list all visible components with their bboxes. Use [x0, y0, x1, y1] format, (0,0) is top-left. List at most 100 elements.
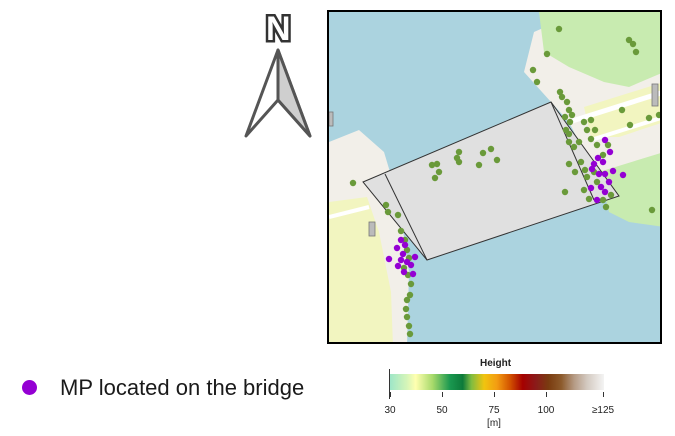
measure-point	[604, 141, 612, 149]
road-right	[568, 90, 660, 125]
pier-right	[651, 83, 659, 107]
measure-point	[587, 135, 595, 143]
road-right-2	[590, 116, 660, 142]
measure-point	[599, 151, 607, 159]
colorbar-tick-label: ≥125	[591, 405, 615, 416]
measure-point	[577, 158, 585, 166]
colorbar-tick	[494, 392, 495, 397]
bridge-measure-point	[594, 154, 602, 162]
bridge-measure-point	[605, 178, 613, 186]
map-canvas	[329, 12, 660, 342]
bridge-measure-point	[601, 136, 609, 144]
bridge-measure-point	[601, 188, 609, 196]
measure-point	[403, 246, 411, 254]
bridge-measure-point	[385, 255, 393, 263]
measure-point	[585, 195, 593, 203]
bridge-measure-point	[601, 170, 609, 178]
measure-point	[626, 121, 634, 129]
measure-point	[407, 280, 415, 288]
bridge-measure-point	[393, 244, 401, 252]
measure-point	[570, 143, 578, 151]
measure-point	[435, 168, 443, 176]
measure-point	[645, 114, 653, 122]
measure-point	[599, 196, 607, 204]
bridge-right-span	[550, 101, 595, 201]
colorbar-tick	[603, 392, 604, 397]
north-arrow-icon	[244, 48, 312, 138]
measure-point	[566, 118, 574, 126]
measure-point	[555, 25, 563, 33]
colorbar-tick-label: 75	[488, 405, 500, 416]
north-letter: N	[266, 10, 291, 48]
bridge-measure-point	[599, 158, 607, 166]
north-arrow: N	[240, 8, 320, 148]
measure-point	[561, 113, 569, 121]
measure-point	[565, 130, 573, 138]
measure-point	[397, 227, 405, 235]
colorbar-title: Height	[480, 358, 512, 369]
measure-point	[565, 138, 573, 146]
measure-point	[406, 330, 414, 338]
measure-point	[565, 106, 573, 114]
measure-point	[475, 161, 483, 169]
pier-top	[329, 111, 334, 127]
bridge-deck	[362, 101, 620, 261]
measure-point	[580, 186, 588, 194]
measure-point	[593, 178, 601, 186]
bridge-measure-point	[401, 241, 409, 249]
colorbar-tick-label: 30	[384, 405, 396, 416]
measure-point	[648, 206, 656, 214]
measure-point	[568, 111, 576, 119]
bridge-measure-point	[593, 196, 601, 204]
measure-point	[349, 179, 357, 187]
bridge-measure-point	[590, 160, 598, 168]
pier-left	[368, 221, 376, 237]
bridge-measure-point	[400, 268, 408, 276]
measure-point	[394, 211, 402, 219]
colorbar-tick	[546, 392, 547, 397]
colorbar-tick	[442, 392, 443, 397]
measure-point	[587, 116, 595, 124]
road-left	[329, 205, 370, 219]
bridge-measure-point	[394, 262, 402, 270]
bridge-measure-point	[397, 256, 405, 264]
measure-point	[565, 160, 573, 168]
colorbar-unit: [m]	[487, 418, 501, 429]
measure-point	[593, 141, 601, 149]
bridge-measure-point	[407, 261, 415, 269]
map-view[interactable]	[327, 10, 662, 344]
bridge-measure-point	[606, 148, 614, 156]
measure-point	[433, 160, 441, 168]
legend-label: MP located on the bridge	[60, 375, 305, 400]
measure-point	[493, 156, 501, 164]
bridge-left-span	[384, 173, 428, 261]
measure-point	[580, 118, 588, 126]
bridge-measure-point	[619, 171, 627, 179]
measure-point	[563, 98, 571, 106]
bridge-measure-point	[595, 170, 603, 178]
measure-point	[558, 93, 566, 101]
measure-point	[403, 313, 411, 321]
left-yellow-area	[329, 197, 393, 342]
measure-point	[561, 188, 569, 196]
measure-point	[607, 191, 615, 199]
measure-points-layer	[349, 25, 660, 338]
measure-point	[403, 296, 411, 304]
bridge-measure-point	[587, 184, 595, 192]
measure-point	[382, 201, 390, 209]
colorbar-tick-label: 100	[537, 405, 555, 416]
measure-point	[556, 88, 564, 96]
bridge-measure-point	[397, 236, 405, 244]
colorbar-tick	[390, 392, 391, 397]
measure-point	[655, 111, 660, 119]
measure-point	[618, 106, 626, 114]
legend-marker-icon	[22, 380, 37, 395]
bridge-measure-point	[609, 167, 617, 175]
measure-point	[629, 40, 637, 48]
measure-point	[455, 148, 463, 156]
colorbar-gradient	[390, 374, 604, 390]
measure-point	[625, 36, 633, 44]
bridge-measure-point	[597, 183, 605, 191]
colorbar-axis	[389, 369, 390, 399]
measure-point	[591, 126, 599, 134]
